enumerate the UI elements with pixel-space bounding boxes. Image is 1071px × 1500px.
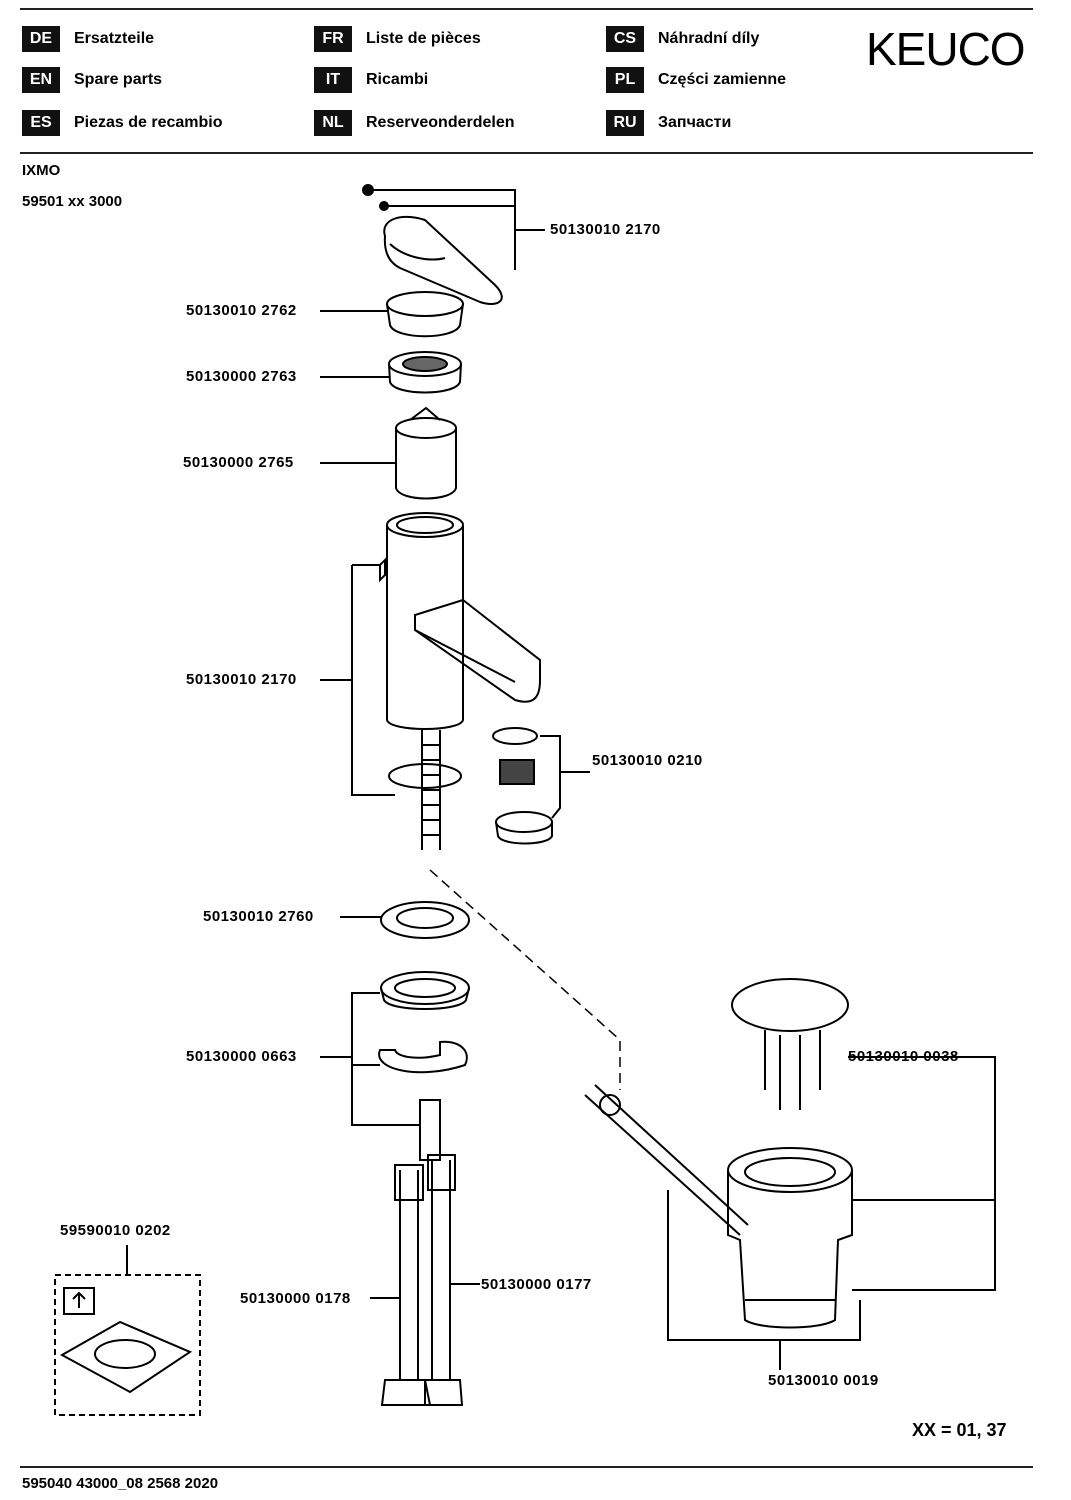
part-number-cover: 50130010 2762 xyxy=(186,302,297,319)
lang-code: FR xyxy=(314,26,352,52)
top-rule xyxy=(20,8,1033,10)
mounting-template xyxy=(54,1245,201,1416)
lang-label: Piezas de recambio xyxy=(74,114,223,131)
lang-code: CS xyxy=(606,26,644,52)
lang-label: Spare parts xyxy=(74,71,163,88)
lang-nl: NL Reserveonderdelen xyxy=(314,110,515,136)
aerator-set xyxy=(492,727,590,845)
part-number-cartridge: 50130000 2765 xyxy=(183,454,294,471)
part-number-body: 50130010 2170 xyxy=(186,671,297,688)
lang-code: NL xyxy=(314,110,352,136)
lang-code: ES xyxy=(22,110,60,136)
document-number: 595040 43000_08 2568 2020 xyxy=(22,1475,219,1492)
lang-label: Ricambi xyxy=(366,71,429,88)
supply-hoses xyxy=(370,1154,480,1406)
header-rule xyxy=(20,152,1033,154)
faucet-body xyxy=(320,512,541,850)
page-reference: XX = 01, 37 xyxy=(912,1420,1007,1440)
part-number-fixing-set: 50130000 0663 xyxy=(186,1048,297,1065)
lang-label: Ersatzteile xyxy=(74,30,155,47)
lang-code: EN xyxy=(22,67,60,93)
cartridge xyxy=(320,406,457,500)
part-number-waste: 50130010 0019 xyxy=(768,1372,879,1389)
lang-it: IT Ricambi xyxy=(314,67,428,93)
part-number-hose-left: 50130000 0178 xyxy=(240,1290,351,1307)
lang-ru: RU Запчасти xyxy=(606,110,731,136)
part-number-aerator: 50130010 0210 xyxy=(592,752,703,769)
lang-label: Liste de pièces xyxy=(366,30,481,47)
lever-handle xyxy=(362,184,545,305)
part-number-plug: 50130010 0038 xyxy=(848,1048,959,1065)
mounting-ring xyxy=(340,901,470,939)
lang-de: DE Ersatzteile xyxy=(22,26,154,52)
product-name: IXMO xyxy=(22,162,61,179)
part-number-template: 59590010 0202 xyxy=(60,1222,171,1239)
article-number: 59501 xx 3000 xyxy=(22,193,123,210)
nut xyxy=(320,351,462,394)
cover-cap xyxy=(320,291,464,338)
waste-assembly xyxy=(584,978,996,1370)
part-number-hose-right: 50130000 0177 xyxy=(481,1276,592,1293)
part-number-lever: 50130010 2170 xyxy=(550,221,661,238)
connector-dashed xyxy=(429,869,621,1090)
lang-label: Części zamienne xyxy=(658,71,787,88)
fixing-set xyxy=(320,971,470,1161)
lang-en: EN Spare parts xyxy=(22,67,162,93)
lang-code: RU xyxy=(606,110,644,136)
lang-label: Запчасти xyxy=(658,114,732,131)
footer-rule xyxy=(20,1466,1033,1468)
part-number-ring: 50130010 2760 xyxy=(203,908,314,925)
brand-logo: KEUCO xyxy=(866,23,1026,75)
lang-es: ES Piezas de recambio xyxy=(22,110,223,136)
lang-code: DE xyxy=(22,26,60,52)
lang-label: Náhradní díly xyxy=(658,30,760,47)
lang-code: IT xyxy=(314,67,352,93)
lang-cs: CS Náhradní díly xyxy=(606,26,759,52)
lang-pl: PL Części zamienne xyxy=(606,67,786,93)
lang-label: Reserveonderdelen xyxy=(366,114,515,131)
lang-code: PL xyxy=(606,67,644,93)
part-number-nut: 50130000 2763 xyxy=(186,368,297,385)
lang-fr: FR Liste de pièces xyxy=(314,26,481,52)
